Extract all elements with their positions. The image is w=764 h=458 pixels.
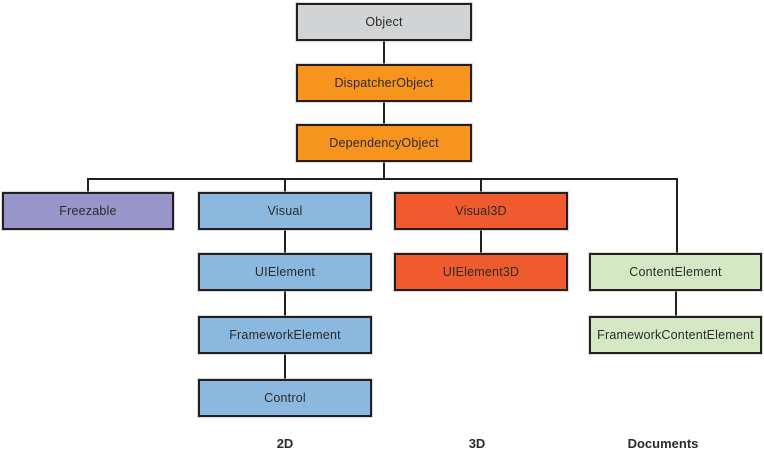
connector-uielement-frameworkelement bbox=[284, 291, 286, 316]
connector-branch-contentelement bbox=[676, 179, 678, 253]
node-visual: Visual bbox=[198, 192, 372, 230]
node-visual3d: Visual3D bbox=[394, 192, 568, 230]
node-object: Object bbox=[296, 3, 472, 41]
node-dispatcher-object: DispatcherObject bbox=[296, 64, 472, 102]
node-control: Control bbox=[198, 379, 372, 417]
connector-visual3d-uielement3d bbox=[480, 230, 482, 253]
node-framework-element: FrameworkElement bbox=[198, 316, 372, 354]
category-label-2d: 2D bbox=[276, 436, 294, 451]
connector-frameworkelement-control bbox=[284, 354, 286, 379]
connector-visual-uielement bbox=[284, 230, 286, 253]
connector-branch-visual bbox=[284, 179, 286, 192]
branch-rail-line bbox=[87, 178, 678, 180]
node-uielement3d: UIElement3D bbox=[394, 253, 568, 291]
node-freezable: Freezable bbox=[2, 192, 174, 230]
connector-branch-freezable bbox=[87, 179, 89, 192]
node-content-element: ContentElement bbox=[589, 253, 762, 291]
node-dependency-object: DependencyObject bbox=[296, 124, 472, 162]
connector-contentelement-frameworkcontentelement bbox=[675, 291, 677, 316]
category-label-3d: 3D bbox=[468, 436, 486, 451]
connector-dispatcherobject-dependencyobject bbox=[383, 102, 385, 124]
connector-object-dispatcherobject bbox=[383, 41, 385, 64]
category-label-documents: Documents bbox=[627, 436, 699, 451]
connector-dependencyobject-branch bbox=[383, 162, 385, 179]
node-uielement: UIElement bbox=[198, 253, 372, 291]
node-framework-content-element: FrameworkContentElement bbox=[589, 316, 762, 354]
connector-branch-visual3d bbox=[480, 179, 482, 192]
